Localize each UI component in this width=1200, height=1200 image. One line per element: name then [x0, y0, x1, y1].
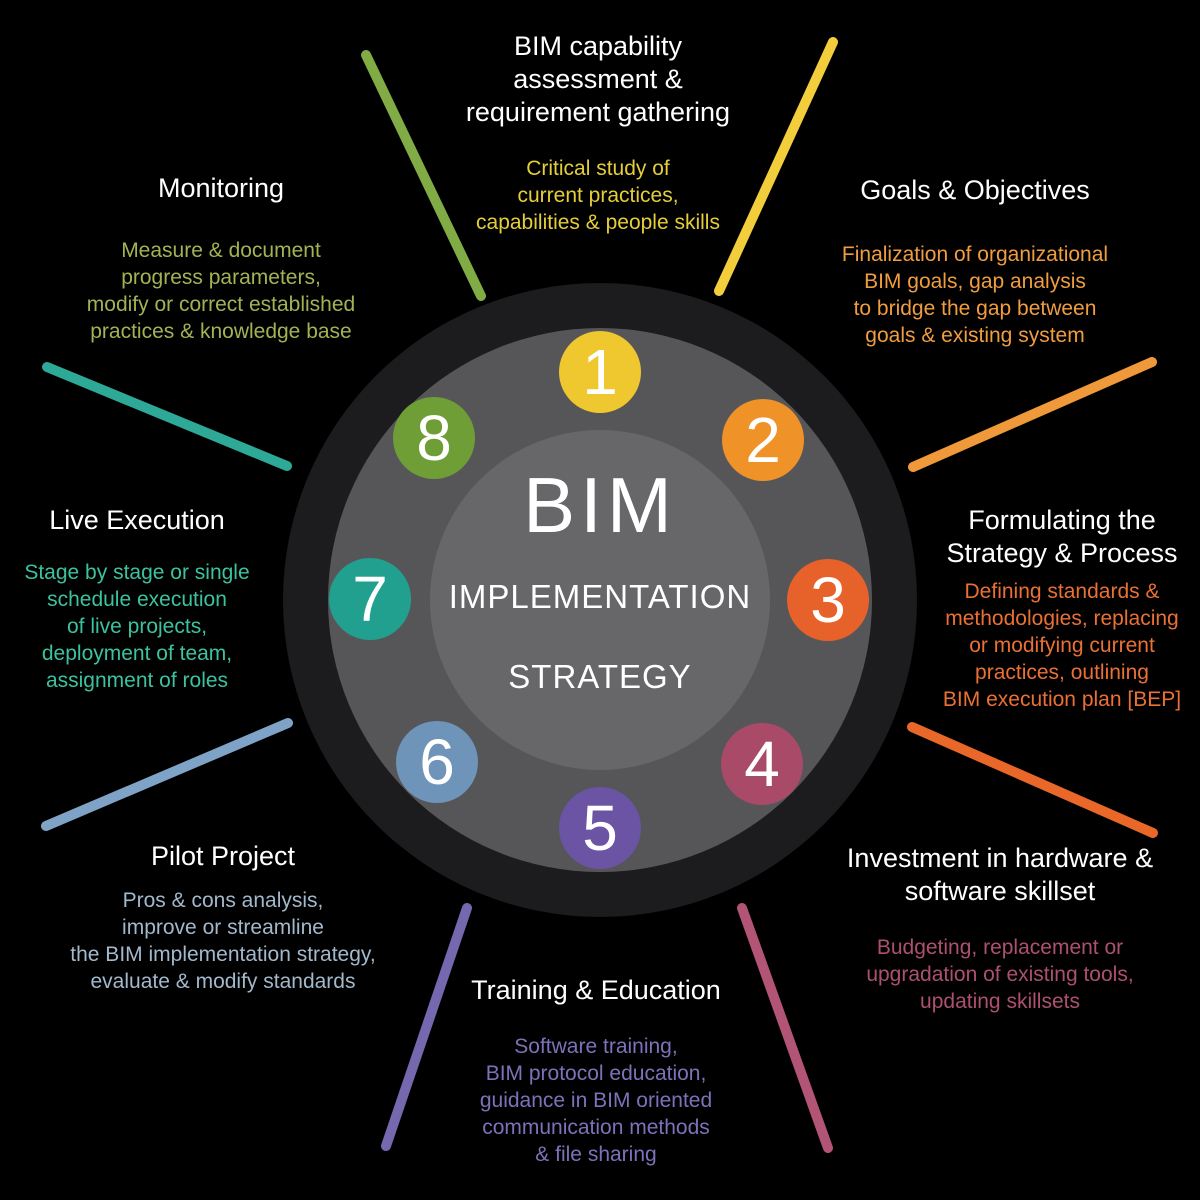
section-title: Training & Education [471, 975, 721, 1005]
section-description: Critical study of current practices, cap… [476, 157, 720, 234]
step-8-badge: 8 [393, 397, 475, 479]
divider-pilot-live-execution-line [41, 718, 293, 831]
section-title: Investment in hardware & software skills… [846, 843, 1154, 906]
section-title: Goals & Objectives [860, 175, 1090, 205]
step-1-badge: 1 [559, 331, 641, 413]
step-2-badge: 2 [722, 399, 804, 481]
section-step-5-training-education: Training & Education Software training, … [396, 974, 796, 1168]
section-description: Finalization of organizational BIM goals… [841, 243, 1109, 347]
center-subtitle-implementation: IMPLEMENTATION [448, 578, 752, 615]
center-subtitle-strategy: STRATEGY [508, 658, 692, 695]
divider-goals-formulating-line [908, 357, 1157, 472]
inner-circle [430, 430, 770, 770]
section-title: Formulating the Strategy & Process [946, 505, 1178, 568]
step-6-badge: 6 [396, 721, 478, 803]
section-step-1-bim-capability: BIM capability assessment & requirement … [338, 30, 858, 236]
section-title: Pilot Project [150, 841, 296, 871]
divider-formulating-investment-line [907, 722, 1158, 838]
step-3-badge: 3 [787, 559, 869, 641]
section-step-8-monitoring: Monitoring Measure & document progress p… [41, 172, 401, 345]
step-4-badge: 4 [721, 723, 803, 805]
section-step-6-pilot-project: Pilot Project Pros & cons analysis, impr… [40, 840, 406, 995]
section-description: Measure & document progress parameters, … [86, 239, 356, 343]
section-step-7-live-execution: Live Execution Stage by stage or single … [10, 504, 264, 694]
section-description: Pros & cons analysis, improve or streaml… [70, 889, 376, 993]
section-description: Defining standards & methodologies, repl… [942, 580, 1182, 711]
section-description: Stage by stage or single schedule execut… [24, 561, 250, 692]
divider-live-execution-monitoring-line [42, 362, 292, 471]
center-title-bim: BIM [523, 461, 677, 549]
section-description: Software training, BIM protocol educatio… [479, 1035, 713, 1166]
section-title: BIM capability assessment & requirement … [465, 31, 731, 127]
section-title: Monitoring [157, 173, 285, 203]
center-label: BIM IMPLEMENTATION STRATEGY [400, 460, 800, 697]
step-7-badge: 7 [329, 558, 411, 640]
section-step-2-goals-objectives: Goals & Objectives Finalization of organ… [780, 174, 1170, 349]
section-step-3-formulating-strategy: Formulating the Strategy & Process Defin… [925, 504, 1199, 713]
step-5-badge: 5 [559, 787, 641, 869]
section-title: Live Execution [49, 505, 225, 535]
section-description: Budgeting, replacement or upgradation of… [866, 936, 1134, 1013]
section-step-4-investment-hardware: Investment in hardware & software skills… [822, 842, 1178, 1015]
